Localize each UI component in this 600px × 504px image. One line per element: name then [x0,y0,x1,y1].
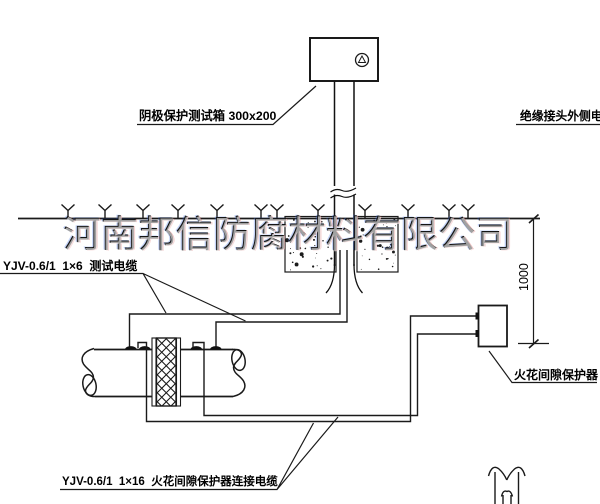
joint-hatch-pattern [156,338,176,406]
spark-gap-protector [475,304,508,348]
pipe-break-left-icon [81,347,97,398]
ground-hatch-marks [61,203,475,218]
test-box [309,37,379,82]
spark-gap-cables [137,315,477,423]
label-outer-cable: 绝缘接头外侧电缆 [520,109,600,123]
casing-end-symbol [487,466,526,504]
company-watermark: 河南邦信防腐材料有限公司 [63,214,513,256]
insulating-joint [151,337,182,407]
pipe-break-right-icon [231,348,246,398]
post-flare-left [325,263,336,294]
post-flare-right [353,263,363,294]
post-break-icon [330,187,357,193]
meter-circle-icon [354,52,370,68]
label-dimension-1000: 1000 [517,263,531,291]
label-spark-gap: 火花间隙保护器 [514,368,599,382]
leader-lines [0,85,600,491]
meter-triangle-icon [357,54,367,63]
label-test-box: 阴极保护测试箱 300x200 [139,109,277,123]
concrete-blocks [284,215,399,273]
cable-weld-dots [125,346,222,350]
dimension-1000 [518,213,549,349]
label-spark-gap-cable: YJV-0.6/1 1×16 火花间隙保护器连接电缆 [62,476,278,488]
test-cables [128,250,348,347]
company-watermark-ghost: 河南邦信防腐材料有限公司 [63,215,514,257]
label-test-cable: YJV-0.6/1 1×6 测试电缆 [3,259,138,273]
test-post [325,81,363,294]
